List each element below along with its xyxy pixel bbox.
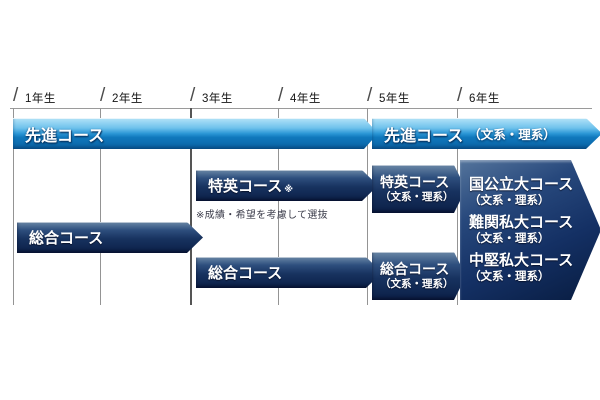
arrow-university-courses: 国公立大コース （文系・理系） 難関私大コース （文系・理系） 中堅私大コース … [460,160,600,300]
year-label-4: 4年生 [290,93,321,105]
gridline-year3 [190,108,192,305]
arrow-tokuei-final-label: 特英コース [380,173,450,190]
tick-slash-year4: / [278,85,284,106]
arrow-advanced-final-sublabel: （文系・理系） [468,128,556,142]
arrow-advanced-course: 先進コース [13,118,378,149]
final-course-national-label: 国公立大コース [469,176,574,194]
arrow-general-course-mid: 総合コース [196,257,382,288]
gridline-year1 [13,108,14,305]
arrow-general-final-sublabel: （文系・理系） [380,278,454,291]
selection-note: ※成績・希望を考慮して選抜 [196,210,328,221]
arrow-advanced-final-label: 先進コース [384,127,464,145]
final-course-top-private-label: 難関私大コース [469,214,574,232]
final-course-mid-private-label: 中堅私大コース [469,251,574,269]
tick-slash-year3: / [190,85,196,106]
arrow-advanced-course-label: 先進コース [25,127,105,145]
final-course-national-sublabel: （文系・理系） [469,194,550,207]
year-label-5: 5年生 [379,93,410,105]
year-label-2: 2年生 [112,93,143,105]
arrow-general-early-label: 総合コース [29,230,104,247]
arrow-advanced-course-final: 先進コース （文系・理系） [372,118,600,149]
gridline-year2 [100,108,101,305]
gridline-year4 [278,108,279,305]
final-course-top-private-sublabel: （文系・理系） [469,232,550,245]
final-course-top-private: 難関私大コース （文系・理系） [469,214,573,246]
gridline-year6 [457,108,458,305]
arrow-general-course-early: 総合コース [17,222,203,253]
gridline-year5 [367,108,368,305]
final-course-national: 国公立大コース （文系・理系） [469,176,573,208]
final-course-mid-private: 中堅私大コース （文系・理系） [469,252,573,284]
tick-slash-year6: / [457,85,463,106]
arrow-tokuei-final: 特英コース （文系・理系） [372,165,466,213]
arrow-tokuei-label: 特英コース [208,178,283,195]
tick-slash-year5: / [367,85,373,106]
arrow-tokuei-course: 特英コース ※ [196,170,378,201]
tick-slash-year2: / [100,85,106,106]
arrow-tokuei-final-sublabel: （文系・理系） [380,191,454,204]
arrow-general-final: 総合コース （文系・理系） [372,252,466,300]
year-label-3: 3年生 [202,93,233,105]
timeline-axis [10,108,592,109]
final-course-mid-private-sublabel: （文系・理系） [469,270,550,283]
arrow-general-mid-label: 総合コース [208,265,283,282]
tokuei-note-mark: ※ [284,184,294,194]
arrow-general-final-label: 総合コース [380,260,450,277]
year-label-1: 1年生 [25,93,56,105]
year-label-6: 6年生 [469,93,500,105]
tick-slash-year1: / [13,85,19,106]
